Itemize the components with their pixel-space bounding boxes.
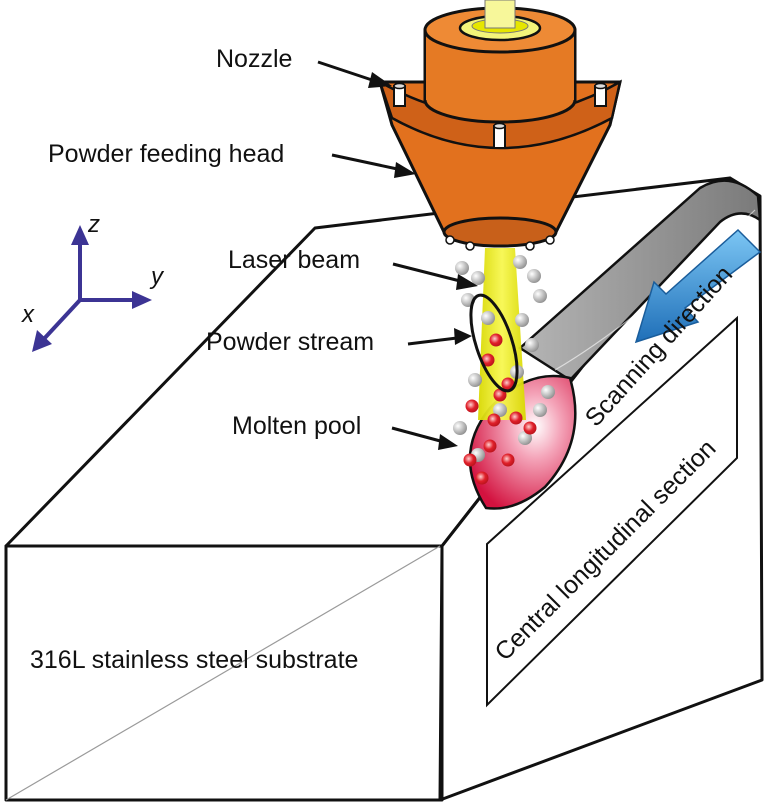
front-face-diagonal bbox=[5, 545, 441, 801]
powder-feeding-head bbox=[377, 0, 622, 248]
powder-particle-red bbox=[523, 421, 537, 435]
axis-x-label: x bbox=[21, 301, 35, 328]
powder-particles bbox=[453, 255, 555, 485]
powder-particle-red bbox=[487, 413, 501, 427]
nozzle-front bbox=[493, 122, 506, 149]
axis-y-label: y bbox=[149, 263, 165, 290]
powder-particle-gray bbox=[455, 261, 469, 275]
powder-particle-red bbox=[509, 411, 523, 425]
laser-beam-label: Laser beam bbox=[228, 246, 360, 274]
nozzle-leader-arrow bbox=[368, 72, 392, 88]
powder-particle-gray bbox=[533, 403, 547, 417]
nozzle-left bbox=[393, 82, 406, 107]
powder-particle-gray bbox=[518, 431, 532, 445]
pool-leader-arrow bbox=[438, 434, 458, 450]
laser-leader-arrow bbox=[456, 274, 478, 290]
axis-z-label: z bbox=[87, 211, 100, 238]
powder-particle-red bbox=[465, 399, 479, 413]
powder-particle-red bbox=[463, 453, 477, 467]
molten-pool-label: Molten pool bbox=[232, 412, 361, 440]
nozzles bbox=[393, 82, 607, 251]
annotations: Nozzle Powder feeding head Laser beam Po… bbox=[30, 45, 738, 674]
substrate-front-face bbox=[4, 544, 444, 802]
powder-particle-gray bbox=[513, 255, 527, 269]
powder-particle-red bbox=[489, 333, 503, 347]
powder-particle-gray bbox=[525, 338, 539, 352]
powder-particle-gray bbox=[527, 269, 541, 283]
scanning-direction-arrow bbox=[634, 228, 762, 344]
powder-particle-gray bbox=[541, 385, 555, 399]
powder-particle-red bbox=[481, 353, 495, 367]
stream-leader-arrow bbox=[454, 328, 472, 345]
powder-particle-red bbox=[501, 453, 515, 467]
nozzle-right bbox=[594, 82, 607, 107]
powder-particle-gray bbox=[481, 311, 495, 325]
powder-stream-label: Powder stream bbox=[206, 328, 374, 356]
powder-particle-red bbox=[483, 439, 497, 453]
central-section-panel bbox=[486, 315, 738, 708]
powder-particle-red bbox=[501, 377, 515, 391]
powder-particle-gray bbox=[533, 289, 547, 303]
powder-particle-red bbox=[475, 471, 489, 485]
powder-stream-outline bbox=[469, 293, 519, 393]
powder-particle-gray bbox=[493, 403, 507, 417]
powder-particle-gray bbox=[453, 421, 467, 435]
powder-particle-red bbox=[493, 388, 507, 402]
substrate-label: 316L stainless steel substrate bbox=[30, 646, 358, 674]
head-leader-arrow bbox=[394, 162, 416, 178]
nozzle-label: Nozzle bbox=[216, 45, 292, 73]
powder-particle-gray bbox=[471, 271, 485, 285]
powder-particle-gray bbox=[468, 373, 482, 387]
powder-particle-gray bbox=[515, 313, 529, 327]
coordinate-axes: z y x bbox=[21, 211, 165, 352]
powder-feeding-head-label: Powder feeding head bbox=[48, 140, 284, 168]
